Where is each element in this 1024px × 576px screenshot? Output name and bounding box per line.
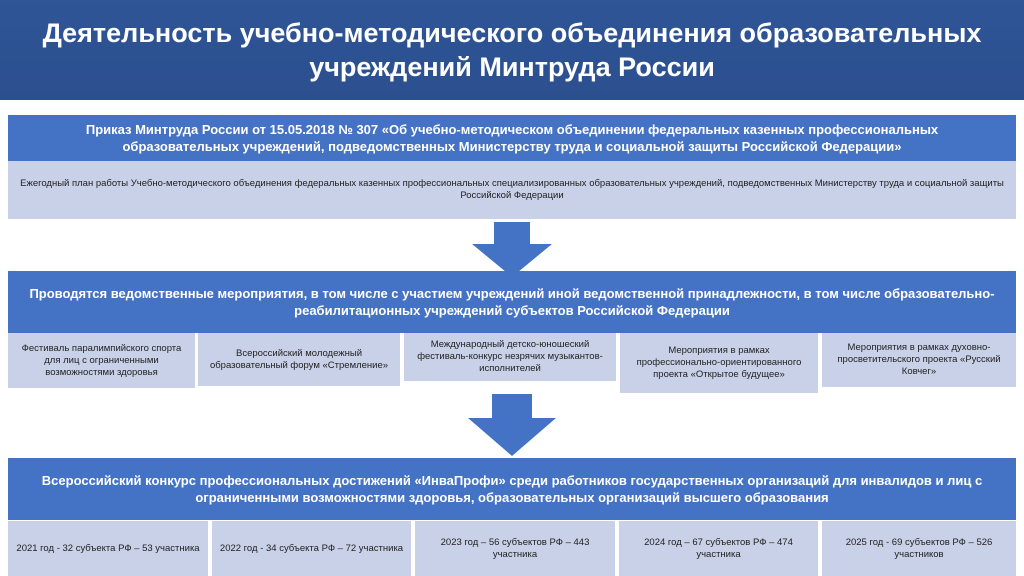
year-stat-2023: 2023 год – 56 субъектов РФ – 443 участни… [415,521,615,576]
event-item: Международный детско-юношеский фестиваль… [404,333,616,381]
year-stat-2024: 2024 год – 67 субъектов РФ – 474 участни… [619,521,818,576]
invaprofi-heading: Всероссийский конкурс профессиональных д… [8,458,1016,520]
annual-plan-text: Ежегодный план работы Учебно-методическо… [8,161,1016,219]
year-stat-2021: 2021 год - 32 субъекта РФ – 53 участника [8,521,208,576]
event-item: Всероссийский молодежный образовательный… [198,333,400,386]
slide-title: Деятельность учебно-методического объеди… [0,0,1024,100]
events-heading: Проводятся ведомственные мероприятия, в … [8,271,1016,333]
order-heading: Приказ Минтруда России от 15.05.2018 № 3… [8,115,1016,161]
down-arrow-icon [472,222,552,277]
down-arrow-icon [468,394,556,456]
event-item: Мероприятия в рамках профессионально-ори… [620,333,818,393]
year-stat-2022: 2022 год - 34 субъекта РФ – 72 участника [212,521,411,576]
event-item: Фестиваль паралимпийского спорта для лиц… [8,333,195,388]
year-stat-2025: 2025 год - 69 субъектов РФ – 526 участни… [822,521,1016,576]
event-item: Мероприятия в рамках духовно-просветител… [822,333,1016,387]
